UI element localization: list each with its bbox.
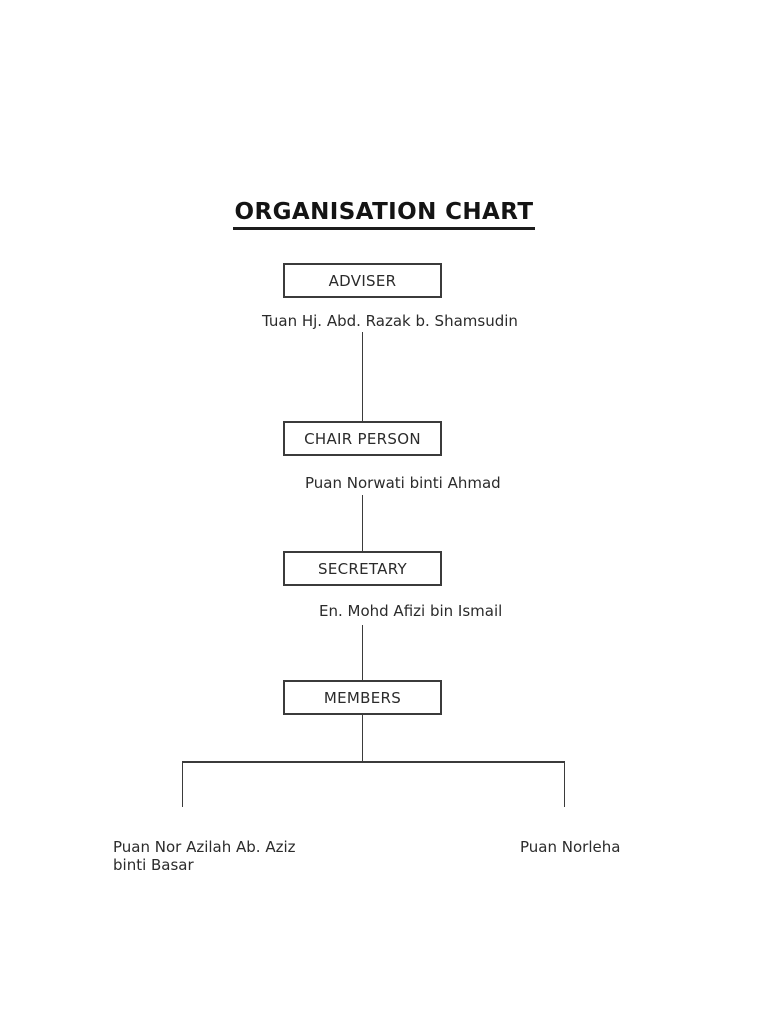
org-box-secretary-label: SECRETARY [318,559,407,578]
connector-secretary-to-members [361,625,363,680]
page-title: ORGANISATION CHART [232,200,536,230]
org-box-adviser: ADVISER [283,263,442,298]
org-box-adviser-label: ADVISER [328,271,397,290]
org-box-members: MEMBERS [283,680,442,715]
connector-adviser-to-chair [361,332,363,421]
chair-person-name: Puan Norwati binti Ahmad [305,474,501,492]
connector-branch-left-drop [181,761,183,807]
org-box-members-label: MEMBERS [323,688,402,707]
connector-branch-right-drop [563,761,565,807]
connector-members-to-branch [361,715,363,761]
adviser-name: Tuan Hj. Abd. Razak b. Shamsudin [262,312,518,330]
org-box-chair-person: CHAIR PERSON [283,421,442,456]
org-box-chair-person-label: CHAIR PERSON [304,429,421,448]
member-name-right: Puan Norleha [520,838,621,856]
org-box-secretary: SECRETARY [283,551,442,586]
title-row: ORGANISATION CHART [0,200,768,230]
connector-branch-bar [181,761,565,763]
connector-chair-to-secretary [361,495,363,551]
secretary-name: En. Mohd Afizi bin Ismail [319,602,503,620]
member-name-left: Puan Nor Azilah Ab. Aziz binti Basar [113,838,296,874]
